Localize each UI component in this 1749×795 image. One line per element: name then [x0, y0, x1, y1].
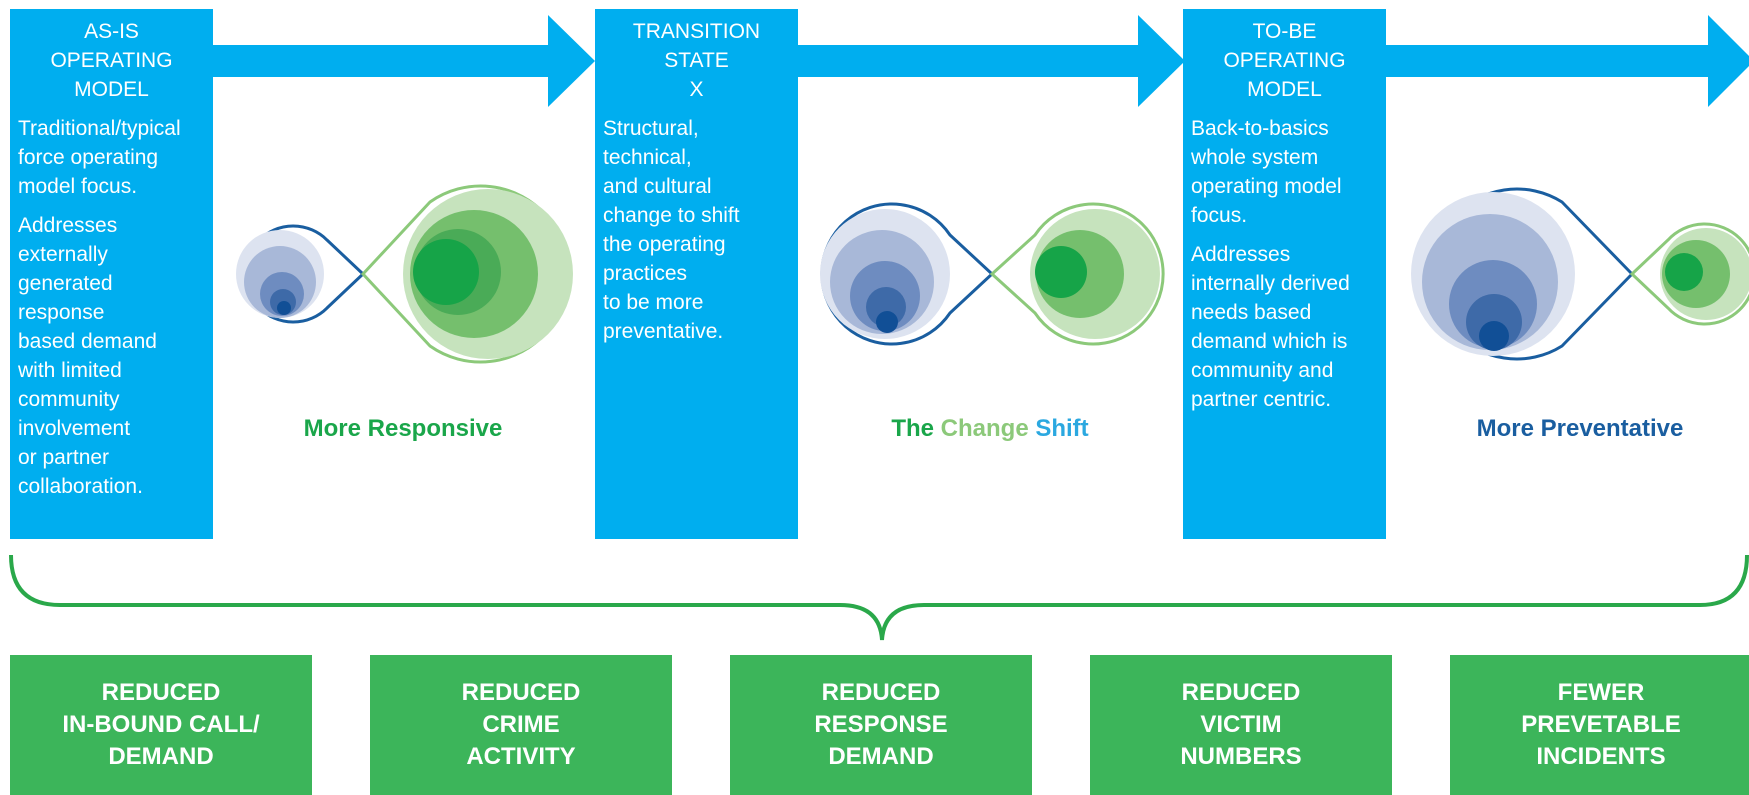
- phase-word-shift: Shift: [1035, 415, 1089, 442]
- flow-arrow-2: [795, 15, 1185, 107]
- outcome-reduced-inbound-call: REDUCED IN-BOUND CALL/ DEMAND: [10, 655, 312, 795]
- stage-title-line: MODEL: [1247, 78, 1322, 101]
- summary-brace: [9, 554, 1749, 641]
- outcome-reduced-response: REDUCED RESPONSE DEMAND: [730, 655, 1032, 795]
- flow-arrow-3: [1380, 15, 1749, 107]
- stage-paragraph: Addresses internally derived needs based…: [1191, 243, 1350, 411]
- phase-label-responsive: More Responsive: [303, 415, 503, 442]
- stage-paragraph: Traditional/typical force operating mode…: [18, 117, 181, 198]
- stage-title-line: OPERATING: [1223, 49, 1346, 72]
- stage-title-line: STATE: [664, 49, 729, 72]
- stage-transition: TRANSITION STATE X Structural, technical…: [595, 9, 798, 539]
- stage-title-line: OPERATING: [50, 49, 173, 72]
- phase-word-change: Change: [940, 415, 1029, 442]
- stage-title: TRANSITION STATE X: [603, 17, 790, 104]
- flow-arrow-1: [205, 15, 595, 107]
- change-shift-icon: [820, 202, 1165, 346]
- stage-title: AS-IS OPERATING MODEL: [18, 17, 205, 104]
- stage-as-is: AS-IS OPERATING MODEL Traditional/typica…: [10, 9, 213, 539]
- stage-title-line: X: [689, 78, 704, 101]
- stage-title-line: MODEL: [74, 78, 149, 101]
- stage-title-line: TO-BE: [1252, 20, 1317, 43]
- stage-to-be: TO-BE OPERATING MODEL Back-to-basics who…: [1183, 9, 1386, 539]
- stage-paragraph: Structural, technical, and cultural chan…: [603, 117, 740, 343]
- stage-title-line: AS-IS: [84, 20, 139, 43]
- outcome-reduced-victims: REDUCED VICTIM NUMBERS: [1090, 655, 1392, 795]
- stage-title: TO-BE OPERATING MODEL: [1191, 17, 1378, 104]
- outcome-reduced-crime: REDUCED CRIME ACTIVITY: [370, 655, 672, 795]
- phase-label-preventative: More Preventative: [1476, 415, 1684, 442]
- responsive-icon: [236, 184, 573, 364]
- preventative-icon: [1411, 187, 1749, 361]
- stage-description: Structural, technical, and cultural chan…: [603, 114, 790, 346]
- stage-description: Traditional/typical force operating mode…: [18, 114, 205, 501]
- phase-label-change-shift: The Change Shift: [830, 415, 1150, 443]
- stage-title-line: TRANSITION: [632, 20, 761, 43]
- stage-description: Back-to-basics whole system operating mo…: [1191, 114, 1378, 414]
- stage-paragraph: Addresses externally generated response …: [18, 214, 157, 498]
- outcome-fewer-incidents: FEWER PREVETABLE INCIDENTS: [1450, 655, 1749, 795]
- phase-word-the: The: [891, 415, 934, 442]
- stage-paragraph: Back-to-basics whole system operating mo…: [1191, 117, 1342, 227]
